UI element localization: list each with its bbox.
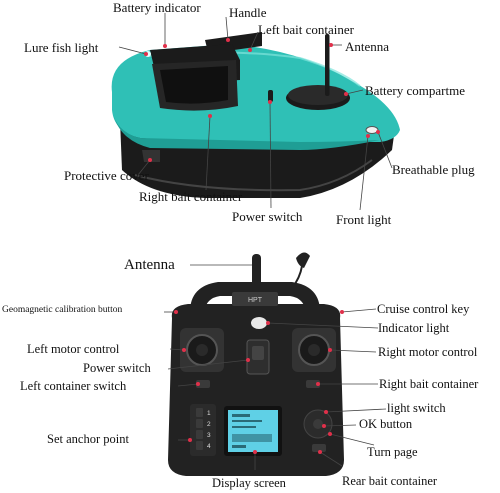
label-left-container-switch: Left container switch: [20, 379, 127, 393]
remote-right-container-switch: [306, 380, 320, 388]
remote-handle: [190, 282, 320, 312]
label-display-screen: Display screen: [212, 476, 286, 490]
bait-boat: [111, 32, 401, 198]
label-indicator-light: Indicator light: [378, 321, 450, 335]
remote-indicator-light: [251, 317, 267, 329]
anchor-buttons: 1 2 3 4: [196, 408, 211, 450]
anchor-button-2-label: 2: [207, 421, 211, 428]
remote-brand-plate: [232, 292, 278, 306]
boat-antenna: [325, 34, 330, 96]
label-geomagnetic-calibration-button: Geomagnetic calibration button: [2, 305, 123, 315]
remote-display-content: [232, 414, 272, 448]
remote-lanyard: [296, 252, 310, 268]
remote-right-joystick-cap: [308, 344, 320, 356]
leader-lines: [118, 13, 393, 470]
label-protective-cover: Protective cover: [64, 168, 149, 183]
anchor-button-3-label: 3: [207, 432, 211, 439]
label-light-switch: light switch: [387, 401, 446, 415]
remote-power-switch-toggle: [252, 346, 264, 360]
label-power-switch-boat: Power switch: [232, 209, 303, 224]
label-right-bait-container: Right bait container: [139, 189, 243, 204]
remote-left-container-switch: [196, 380, 210, 388]
remote-left-joystick-cap: [196, 344, 208, 356]
boat-hull-sheen: [134, 159, 373, 192]
label-antenna-boat: Antenna: [345, 39, 390, 54]
label-left-bait-container: Left bait container: [258, 22, 355, 37]
remote-antenna: [252, 254, 261, 288]
label-power-switch-remote: Power switch: [83, 361, 151, 375]
label-battery-indicator: Battery indicator: [113, 0, 201, 15]
label-antenna-remote: Antenna: [124, 257, 175, 273]
pointer-dots: [144, 38, 380, 454]
label-set-anchor-point: Set anchor point: [47, 432, 129, 446]
anchor-button-4-label: 4: [207, 443, 211, 450]
label-breathable-plug: Breathable plug: [392, 162, 475, 177]
remote-brand-text: HPT: [248, 297, 263, 304]
remote-controller: [168, 252, 344, 476]
label-front-light: Front light: [336, 212, 392, 227]
label-rear-bait-container: Rear bait container: [342, 474, 438, 488]
remote-rear-bait-button: [312, 444, 326, 452]
remote-ok-button: [313, 419, 323, 429]
label-right-bait-container-remote: Right bait container: [379, 377, 479, 391]
anchor-button-1-label: 1: [207, 410, 211, 417]
label-ok-button: OK button: [359, 417, 413, 431]
label-lure-fish-light: Lure fish light: [24, 40, 99, 55]
boat-hull-shade: [112, 110, 380, 150]
label-cruise-control-key: Cruise control key: [377, 302, 470, 316]
boat-power-switch: [268, 90, 273, 102]
label-right-motor-control: Right motor control: [378, 345, 478, 359]
label-handle: Handle: [229, 5, 267, 20]
boat-protective-cover: [142, 150, 160, 162]
label-turn-page: Turn page: [367, 445, 418, 459]
label-left-motor-control: Left motor control: [27, 342, 120, 356]
label-battery-compartment: Battery compartme: [365, 83, 465, 98]
boat-battery-lid-rim: [288, 85, 348, 105]
boat-bin-inner: [160, 66, 228, 104]
